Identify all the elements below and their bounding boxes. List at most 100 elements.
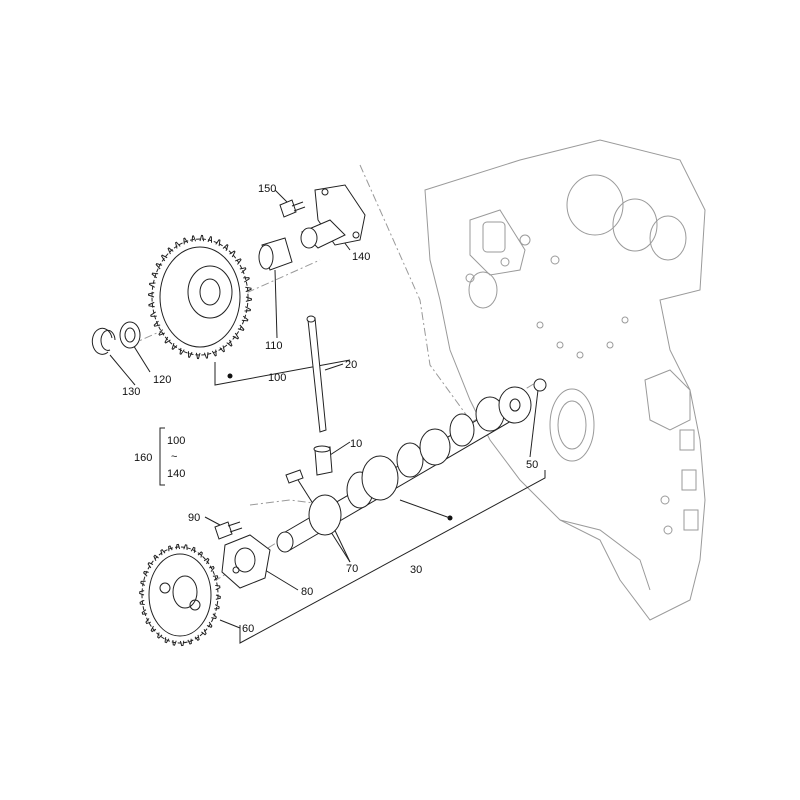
gear-tooth — [232, 332, 240, 340]
gear-tooth — [215, 594, 221, 600]
gear-tooth — [239, 267, 247, 274]
callout-160-to: 140 — [167, 468, 185, 480]
engine-block — [249, 139, 706, 621]
gear-tooth — [226, 339, 233, 347]
gear-tooth — [241, 315, 249, 322]
gear-tooth — [172, 640, 177, 646]
gear-tooth — [147, 292, 155, 298]
cam-gear-60 — [141, 546, 219, 644]
gear-tooth — [214, 604, 220, 610]
gear-tooth — [211, 613, 217, 620]
gear-tooth — [139, 599, 145, 606]
callout-80: 80 — [301, 586, 313, 598]
gear-tooth — [150, 311, 157, 317]
gear-tooth — [194, 634, 200, 642]
gear-tooth — [175, 241, 181, 249]
gear-tooth — [183, 237, 189, 245]
gear-tooth — [203, 557, 210, 565]
gear-tooth — [207, 236, 213, 243]
gear-tooth — [245, 286, 252, 293]
gear-tooth — [190, 546, 196, 553]
callout-110: 110 — [265, 340, 283, 352]
cam-gear-teeth — [139, 543, 221, 647]
gear-tooth — [191, 235, 197, 242]
gear-tooth — [245, 296, 253, 302]
callout-70: 70 — [346, 563, 358, 575]
callout-160: 160 — [134, 452, 152, 464]
kit-bracket-160 — [159, 427, 165, 486]
gear-tooth — [201, 628, 207, 636]
gear-tooth — [157, 632, 163, 639]
gear-tooth — [222, 243, 229, 252]
callout-60: 60 — [242, 623, 254, 635]
gear-tooth — [219, 345, 225, 353]
gear-tooth — [143, 570, 149, 577]
callout-120: 120 — [153, 374, 171, 386]
gear-tooth — [187, 638, 192, 645]
callout-50: 50 — [526, 459, 538, 471]
bolt-150 — [279, 199, 306, 218]
callout-130: 130 — [122, 386, 140, 398]
gear-tooth — [215, 239, 221, 247]
gear-tooth — [167, 247, 174, 255]
gear-tooth — [199, 234, 205, 242]
gear-tooth — [175, 543, 181, 550]
gear-tooth — [141, 609, 148, 615]
gear-tooth — [158, 329, 165, 336]
gear-tooth — [235, 258, 242, 265]
gear-tooth — [215, 584, 221, 591]
circlip-130 — [91, 327, 116, 355]
key-70 — [285, 469, 304, 484]
washer-120 — [119, 321, 141, 349]
idler-gear-teeth — [147, 234, 253, 360]
gear-tooth — [211, 349, 217, 357]
reference-dot — [227, 373, 233, 379]
gear-tooth — [164, 637, 170, 644]
gear-tooth — [150, 625, 157, 633]
gear-tooth — [147, 562, 154, 569]
gear-tooth — [237, 324, 245, 331]
tappet-10 — [313, 445, 333, 476]
gear-tooth — [153, 320, 161, 327]
callout-100: 100 — [268, 372, 286, 384]
gear-tooth — [139, 590, 145, 596]
gear-tooth — [208, 565, 215, 572]
callout-140: 140 — [352, 251, 370, 263]
gear-tooth — [140, 580, 146, 586]
idler-gear-100 — [151, 238, 249, 356]
callout-160-tilde: ~ — [171, 451, 177, 463]
gear-tooth — [206, 621, 213, 628]
bolt-90 — [214, 521, 243, 540]
callout-20: 20 — [345, 359, 357, 371]
gear-tooth — [197, 551, 203, 558]
bushing-110 — [258, 237, 293, 271]
gear-tooth — [183, 544, 188, 550]
gear-tooth — [160, 548, 166, 556]
gear-tooth — [168, 545, 173, 552]
gear-tooth — [164, 336, 171, 344]
callout-90: 90 — [188, 512, 200, 524]
gear-tooth — [153, 554, 159, 562]
callout-labels: 150 140 110 100 120 130 20 10 50 160 100… — [122, 183, 538, 635]
gear-tooth — [145, 618, 152, 625]
gear-tooth — [195, 352, 201, 360]
gear-tooth — [151, 272, 159, 279]
gear-tooth — [244, 306, 252, 312]
gear-tooth — [229, 250, 236, 258]
callout-10: 10 — [350, 438, 362, 450]
gear-tooth — [160, 254, 168, 262]
camshaft-30 — [276, 386, 532, 553]
gear-tooth — [148, 282, 156, 288]
callout-30: 30 — [410, 564, 422, 576]
gear-tooth — [171, 342, 178, 351]
gear-tooth — [203, 352, 209, 359]
gear-tooth — [179, 347, 185, 355]
thrust-plate-80 — [221, 534, 271, 589]
callout-150: 150 — [258, 183, 276, 195]
gear-tooth — [187, 351, 193, 358]
callout-160-from: 100 — [167, 435, 185, 447]
gear-tooth — [179, 640, 185, 647]
push-rod-20 — [306, 315, 327, 433]
